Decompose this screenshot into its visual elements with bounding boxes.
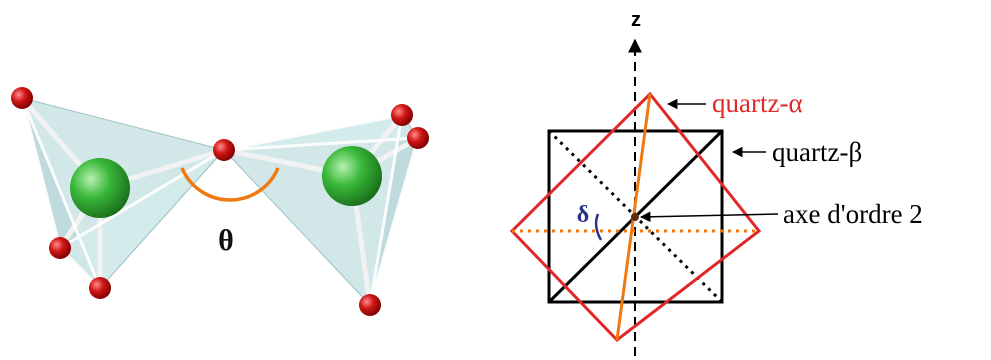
silicon-atom-right	[322, 146, 382, 206]
axis-order-2-label: axe d'ordre 2	[783, 199, 923, 229]
z-axis-label: z	[631, 9, 641, 31]
quartz-geometry-diagram: z δ quartz-α quartz-β axe d'ordre 2	[509, 9, 923, 356]
oxygen-atom	[407, 127, 429, 149]
quartz-alpha-label: quartz-α	[712, 88, 803, 118]
oxygen-atom	[359, 294, 381, 316]
axis-pointer-arrow	[639, 211, 779, 223]
silicon-atom-left	[70, 158, 130, 218]
edges	[20, 96, 420, 307]
oxygen-atom-bridging	[213, 139, 235, 161]
oxygen-atom	[11, 87, 33, 109]
bond-angle-arc	[180, 167, 280, 202]
delta-arc	[594, 213, 603, 241]
center-point	[631, 213, 639, 221]
theta-label: θ	[218, 224, 234, 257]
quartz-beta-label: quartz-β	[772, 137, 862, 167]
oxygen-atom	[391, 104, 413, 126]
silicate-tetrahedra-diagram: θ	[11, 87, 429, 316]
oxygen-atom	[89, 277, 111, 299]
oxygen-atom	[49, 237, 71, 259]
quartz-beta-square	[547, 129, 724, 304]
delta-label: δ	[577, 202, 589, 228]
